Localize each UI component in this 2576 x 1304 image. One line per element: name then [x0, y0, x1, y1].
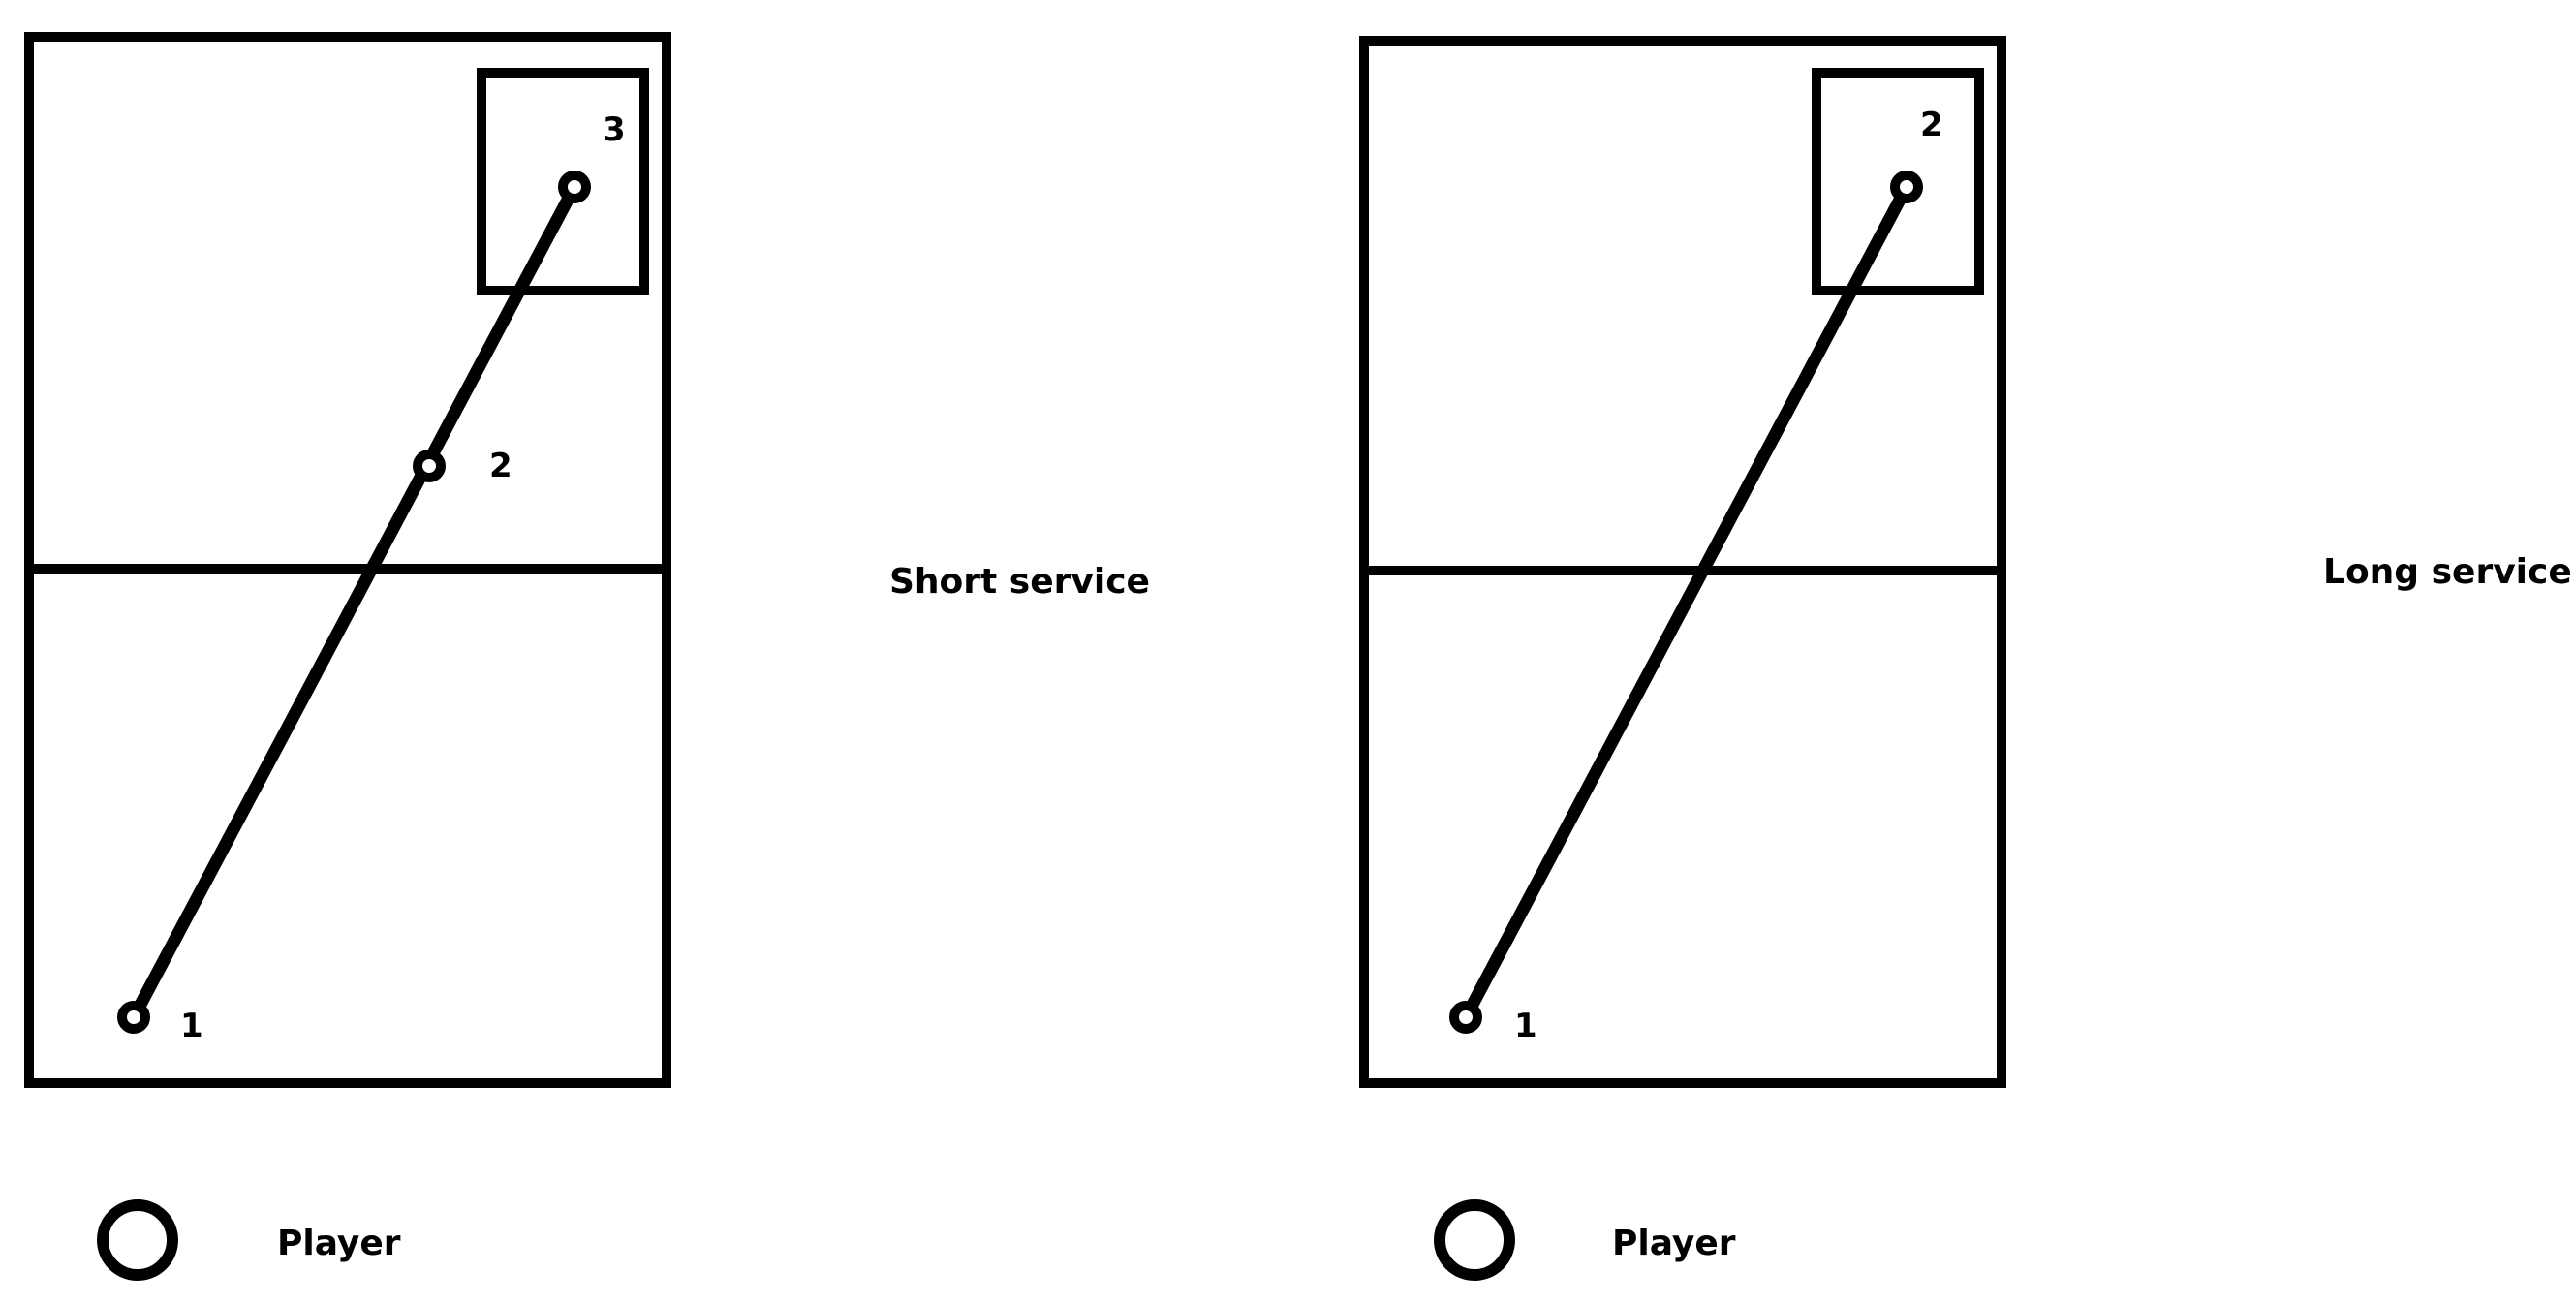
service-box [477, 68, 649, 295]
point-label-2: 2 [1920, 106, 1943, 144]
court-outline [24, 32, 671, 1088]
point-label-3: 3 [603, 110, 626, 149]
player-legend-icon [97, 1199, 178, 1281]
service-box [1812, 68, 1984, 295]
player-legend-label: Player [277, 1224, 401, 1263]
panel-caption: Long service [2323, 552, 2572, 592]
point-label-1: 1 [180, 1007, 203, 1045]
point-marker-2 [1890, 171, 1923, 203]
court-outline [1359, 36, 2006, 1088]
panel-caption: Short service [889, 562, 1150, 602]
point-label-1: 1 [1514, 1007, 1537, 1045]
point-marker-2 [413, 450, 446, 482]
long-service-panel: 1 2 Long service Player [1359, 36, 2572, 1281]
point-marker-1 [1449, 1001, 1482, 1034]
point-label-2: 2 [489, 447, 512, 485]
short-service-panel: 1 2 3 Short service Player [24, 32, 1150, 1281]
point-marker-3 [558, 171, 591, 203]
player-legend-icon [1434, 1199, 1515, 1281]
trajectory-line [1459, 180, 1913, 1024]
trajectory-line [127, 180, 581, 1024]
player-legend-label: Player [1612, 1224, 1736, 1263]
point-marker-1 [117, 1001, 150, 1034]
